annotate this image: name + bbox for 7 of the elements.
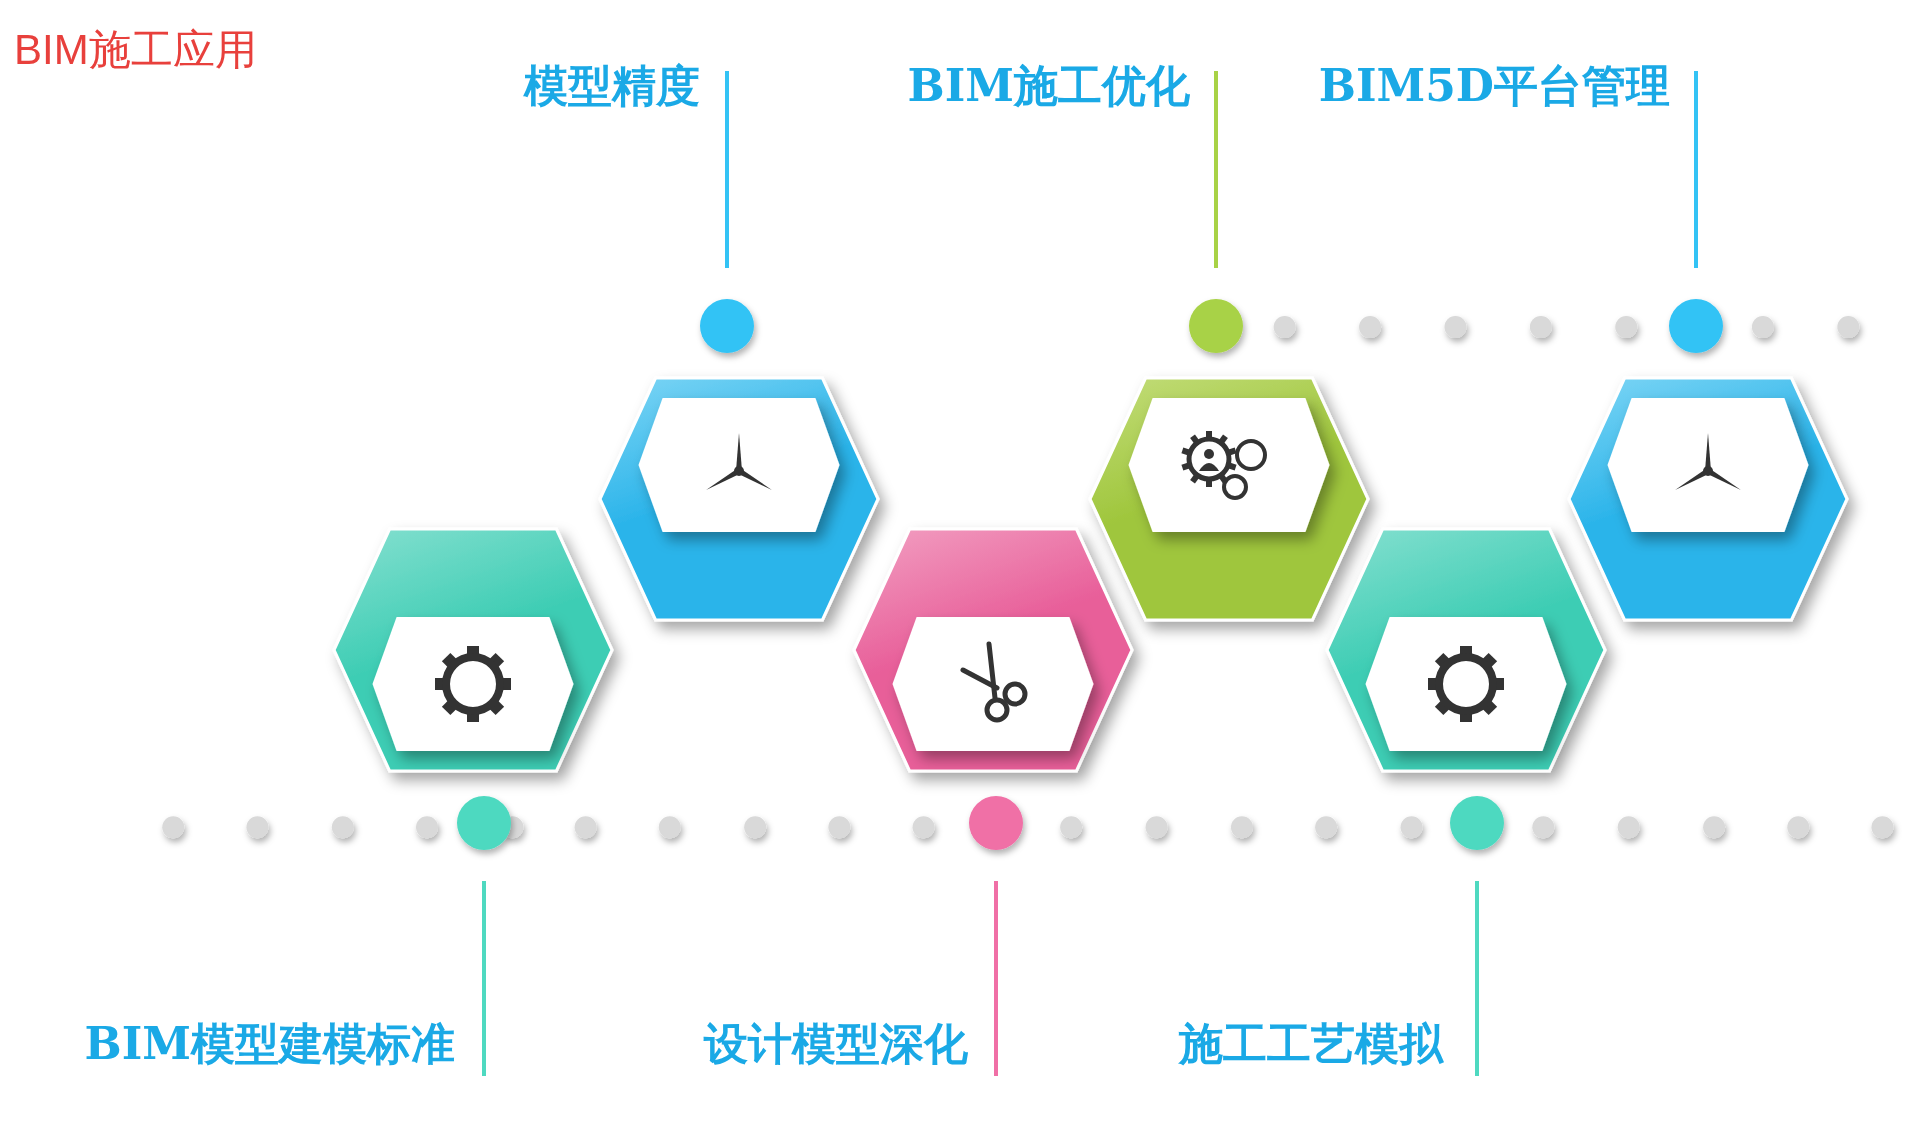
label-text: 施工工艺模拟 (1179, 1020, 1443, 1069)
label-text: 模型精度 (524, 62, 700, 111)
label-text: BIM施工优化 (907, 62, 1190, 111)
label-text: 设计模型深化 (704, 1020, 968, 1069)
title: BIM施工应用 (14, 25, 257, 75)
label-text: BIM5D平台管理 (1318, 62, 1670, 111)
label-text: BIM模型建模标准 (84, 1020, 455, 1069)
